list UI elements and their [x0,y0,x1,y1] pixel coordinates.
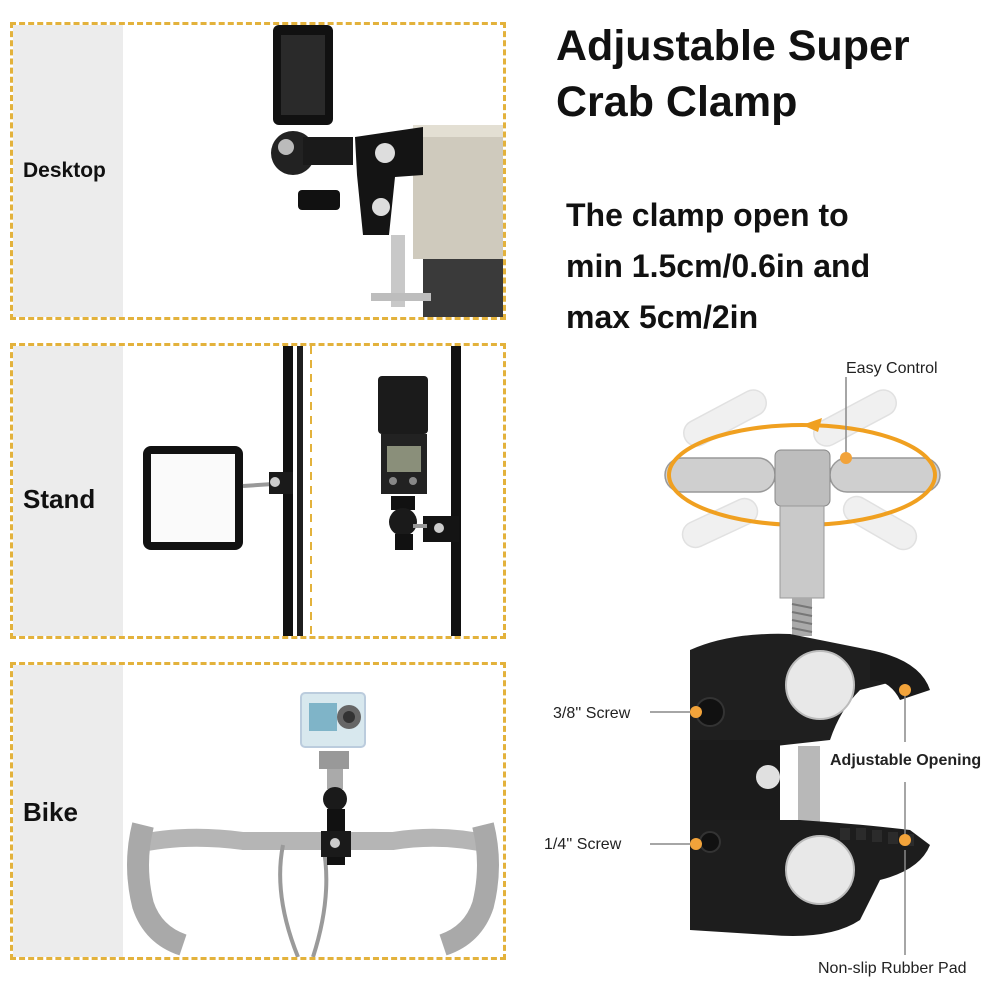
title-line-1: Adjustable Super [556,22,910,70]
crab-clamp-illustration [650,377,941,955]
usage-panel-desktop: Desktop [10,22,506,320]
opening-range-description: The clamp open to min 1.5cm/0.6in and ma… [566,190,870,343]
description-line-3: max 5cm/2in [566,299,759,335]
title-line-2: Crab Clamp [556,78,798,126]
product-title: Adjustable Super Crab Clamp [556,18,910,130]
callout-easy-control: Easy Control [846,360,938,377]
description-line-1: The clamp open to [566,197,849,233]
panel-label-stand: Stand [23,484,96,514]
desktop-scene-image [123,25,503,317]
panel-label-box [13,346,123,636]
callout-adjustable-opening: Adjustable Opening [830,752,982,769]
callout-1-4-screw: 1/4'' Screw [544,836,622,853]
usage-panel-stand: Stand [10,343,506,639]
clamp-diagram: Easy Control 3/8'' Screw Adjustable Open… [540,350,1000,990]
stand-scene-image [123,346,503,636]
description-line-2: min 1.5cm/0.6in and [566,248,871,284]
panel-label-bike: Bike [23,797,78,827]
callout-rubber-pad: Non-slip Rubber Pad [818,960,967,977]
usage-panel-bike: Bike [10,662,506,960]
panel-label-box [13,665,123,957]
callout-3-8-screw: 3/8'' Screw [553,705,631,722]
panel-label-desktop: Desktop [23,159,106,182]
panel-label-box [13,25,123,317]
bike-scene-image [123,665,503,957]
